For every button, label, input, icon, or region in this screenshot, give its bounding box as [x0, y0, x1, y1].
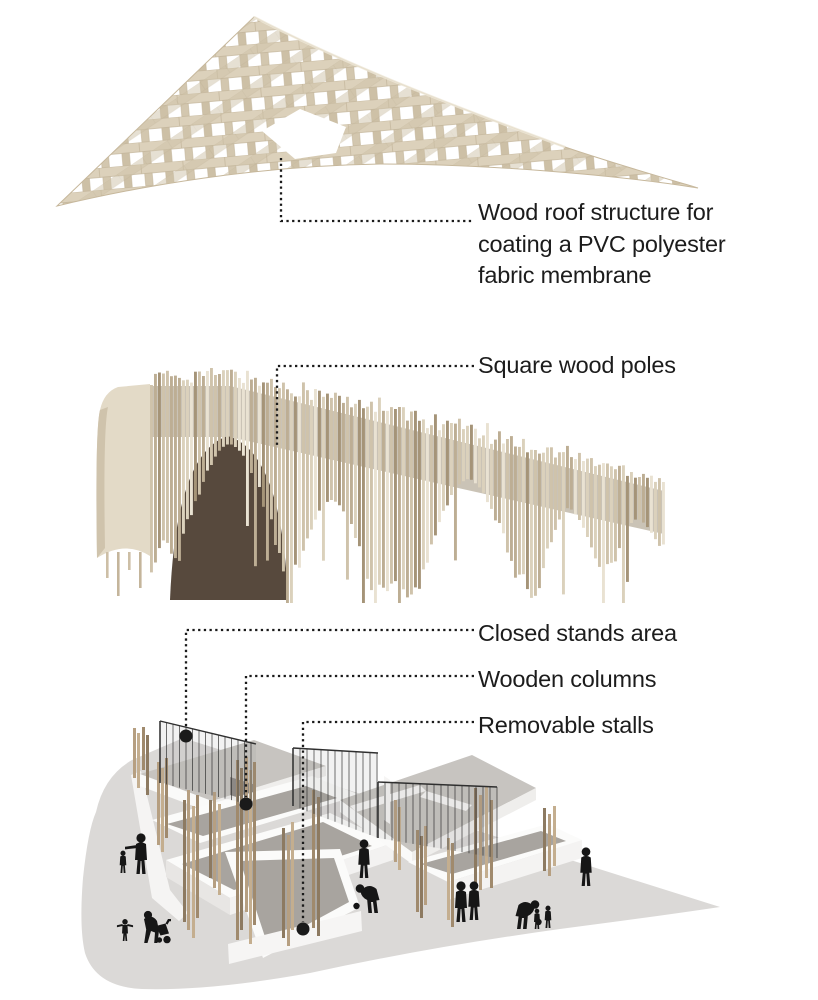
leader-line-poles [275, 364, 474, 448]
leader-dot-wooden-columns [239, 797, 253, 811]
pole-structure-illustration [96, 368, 665, 603]
leader-line-wooden-columns [244, 674, 474, 797]
leader-dot-closed-stands [179, 729, 193, 743]
label-wooden-columns: Wooden columns [478, 666, 657, 692]
label-closed-stands-area: Closed stands area [478, 620, 677, 646]
leader-line-roof [279, 158, 474, 223]
roof-structure-illustration [55, 15, 699, 207]
leader-dots [179, 729, 310, 936]
label-removable-stalls: Removable stalls [478, 712, 654, 738]
leader-line-closed-stands [184, 628, 474, 729]
mesh-fences [159, 720, 498, 858]
platform-illustration [81, 720, 720, 990]
leader-lines [184, 158, 474, 922]
leader-dot-removable-stalls [296, 922, 310, 936]
label-square-wood-poles: Square wood poles [478, 352, 676, 378]
wooden-columns [133, 727, 556, 946]
label-roof-structure: Wood roof structure for coating a PVC po… [478, 199, 726, 288]
leader-line-removable-stalls [301, 720, 474, 922]
